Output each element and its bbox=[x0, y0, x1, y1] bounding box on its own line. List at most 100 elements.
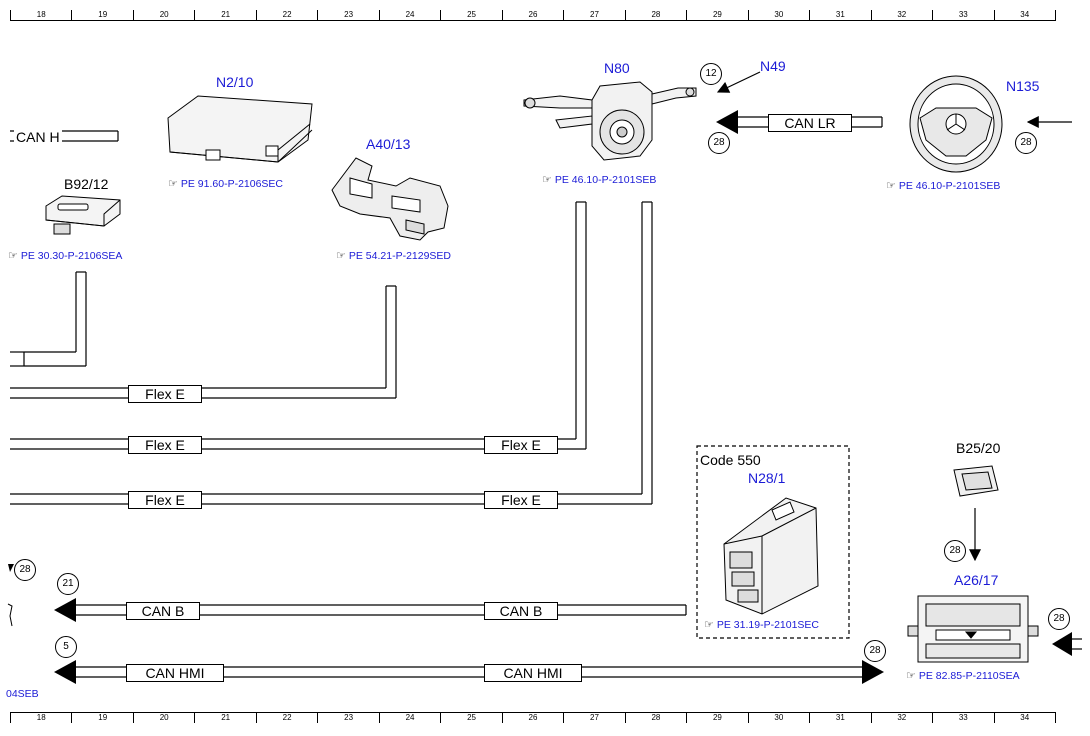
a40-13-ref[interactable]: ☞PE 54.21-P-2129SED bbox=[336, 250, 451, 262]
pointing-hand-icon: ☞ bbox=[168, 178, 178, 190]
grid-column-33: 33 bbox=[932, 713, 993, 723]
n80-label: N80 bbox=[604, 60, 630, 76]
a26-17-right-arrow bbox=[1052, 632, 1072, 656]
can-b-label-1: CAN B bbox=[126, 602, 200, 620]
a26-17-head-unit-image bbox=[907, 595, 1039, 663]
n2-10-module-image bbox=[167, 95, 313, 163]
grid-column-28: 28 bbox=[624, 713, 686, 723]
left-edge-arrowhead bbox=[8, 564, 14, 572]
n28-1-label: N28/1 bbox=[748, 470, 786, 486]
grid-column-24: 24 bbox=[378, 713, 440, 723]
n49-pointer-arrow bbox=[716, 71, 761, 93]
n28-1-ref[interactable]: ☞PE 31.19-P-2101SEC bbox=[704, 619, 819, 631]
grid-column-23: 23 bbox=[317, 10, 378, 20]
connector-28-can-hmi[interactable]: 28 bbox=[864, 640, 886, 662]
grid-column-29: 29 bbox=[686, 10, 747, 20]
pointing-hand-icon: ☞ bbox=[8, 250, 18, 262]
a26-17-ref[interactable]: ☞PE 82.85-P-2110SEA bbox=[906, 670, 1020, 682]
can-b-arrow-left bbox=[54, 598, 76, 622]
n135-ref[interactable]: ☞PE 46.10-P-2101SEB bbox=[886, 180, 1000, 192]
pointing-hand-icon: ☞ bbox=[906, 670, 916, 682]
can-h-label: CAN H bbox=[14, 129, 62, 145]
n28-1-control-unit-image bbox=[723, 497, 819, 615]
grid-column-26: 26 bbox=[501, 10, 563, 20]
partial-ref-left[interactable]: 04SEB bbox=[6, 688, 39, 700]
grid-column-27: 27 bbox=[563, 10, 624, 20]
grid-column-34: 34 bbox=[993, 10, 1056, 20]
grid-column-20: 20 bbox=[132, 713, 194, 723]
flex-e-label-1: Flex E bbox=[128, 385, 202, 403]
n2-10-ref-text: PE 91.60-P-2106SEC bbox=[180, 178, 284, 190]
n135-ref-text: PE 46.10-P-2101SEB bbox=[898, 180, 1001, 192]
b25-20-sensor-image bbox=[953, 465, 999, 497]
b25-20-label: B25/20 bbox=[956, 440, 1001, 456]
grid-column-18: 18 bbox=[10, 10, 71, 20]
grid-column-19: 19 bbox=[71, 10, 132, 20]
pointing-hand-icon: ☞ bbox=[542, 174, 552, 186]
grid-column-32: 32 bbox=[870, 713, 932, 723]
b92-12-ref[interactable]: ☞PE 30.30-P-2106SEA bbox=[8, 250, 122, 262]
grid-column-30: 30 bbox=[747, 10, 809, 20]
connector-12[interactable]: 12 bbox=[700, 63, 722, 85]
grid-column-21: 21 bbox=[194, 713, 255, 723]
grid-column-34: 34 bbox=[993, 713, 1056, 723]
grid-column-20: 20 bbox=[132, 10, 194, 20]
connector-28-left[interactable]: 28 bbox=[14, 559, 36, 581]
grid-column-33: 33 bbox=[932, 10, 993, 20]
n80-ref[interactable]: ☞PE 46.10-P-2101SEB bbox=[542, 174, 656, 186]
grid-column-18: 18 bbox=[10, 713, 71, 723]
can-lr-label: CAN LR bbox=[768, 114, 852, 132]
grid-column-22: 22 bbox=[255, 10, 317, 20]
connector-28-a26-17[interactable]: 28 bbox=[1048, 608, 1070, 630]
b92-12-wire bbox=[10, 271, 87, 367]
n28-1-ref-text: PE 31.19-P-2101SEC bbox=[716, 619, 820, 631]
connector-28-can-lr[interactable]: 28 bbox=[708, 132, 730, 154]
flex-e-label-2: Flex E bbox=[128, 436, 202, 454]
flex-e-label-4: Flex E bbox=[128, 491, 202, 509]
n49-label: N49 bbox=[760, 58, 786, 74]
code-550-boundary bbox=[696, 445, 850, 639]
a40-13-ref-text: PE 54.21-P-2129SED bbox=[348, 250, 452, 262]
connector-28-n135[interactable]: 28 bbox=[1015, 132, 1037, 154]
grid-column-32: 32 bbox=[870, 10, 932, 20]
grid-column-25: 25 bbox=[440, 10, 501, 20]
n80-steering-column-image bbox=[523, 81, 697, 161]
flex-e-label-5: Flex E bbox=[484, 491, 558, 509]
flex-e-label-3: Flex E bbox=[484, 436, 558, 454]
a40-13-label: A40/13 bbox=[366, 136, 411, 152]
grid-column-29: 29 bbox=[686, 713, 747, 723]
grid-column-19: 19 bbox=[71, 713, 132, 723]
can-hmi-label-1: CAN HMI bbox=[126, 664, 224, 682]
pointing-hand-icon: ☞ bbox=[336, 250, 346, 262]
b92-12-ref-text: PE 30.30-P-2106SEA bbox=[20, 250, 123, 262]
a26-17-right-line bbox=[1072, 638, 1082, 650]
grid-column-31: 31 bbox=[809, 713, 870, 723]
n80-ref-text: PE 46.10-P-2101SEB bbox=[554, 174, 657, 186]
grid-column-25: 25 bbox=[440, 713, 501, 723]
n135-label: N135 bbox=[1006, 78, 1040, 94]
grid-column-30: 30 bbox=[747, 713, 809, 723]
b92-12-label: B92/12 bbox=[64, 176, 109, 192]
grid-column-23: 23 bbox=[317, 713, 378, 723]
grid-column-27: 27 bbox=[563, 713, 624, 723]
can-hmi-arrow-left bbox=[54, 660, 76, 684]
grid-column-24: 24 bbox=[378, 10, 440, 20]
connector-5[interactable]: 5 bbox=[55, 636, 77, 658]
pointing-hand-icon: ☞ bbox=[704, 619, 714, 631]
flex-e-line-1 bbox=[10, 285, 397, 399]
a26-17-ref-text: PE 82.85-P-2110SEA bbox=[918, 670, 1020, 682]
grid-column-28: 28 bbox=[624, 10, 686, 20]
pointing-hand-icon: ☞ bbox=[886, 180, 896, 192]
n2-10-ref[interactable]: ☞PE 91.60-P-2106SEC bbox=[168, 178, 283, 190]
can-hmi-label-2: CAN HMI bbox=[484, 664, 582, 682]
grid-column-31: 31 bbox=[809, 10, 870, 20]
flex-e-line-2 bbox=[10, 201, 587, 450]
grid-column-21: 21 bbox=[194, 10, 255, 20]
can-b-label-2: CAN B bbox=[484, 602, 558, 620]
connector-21[interactable]: 21 bbox=[57, 573, 79, 595]
connector-28-b25-20[interactable]: 28 bbox=[944, 540, 966, 562]
left-edge-fragment bbox=[7, 603, 13, 627]
